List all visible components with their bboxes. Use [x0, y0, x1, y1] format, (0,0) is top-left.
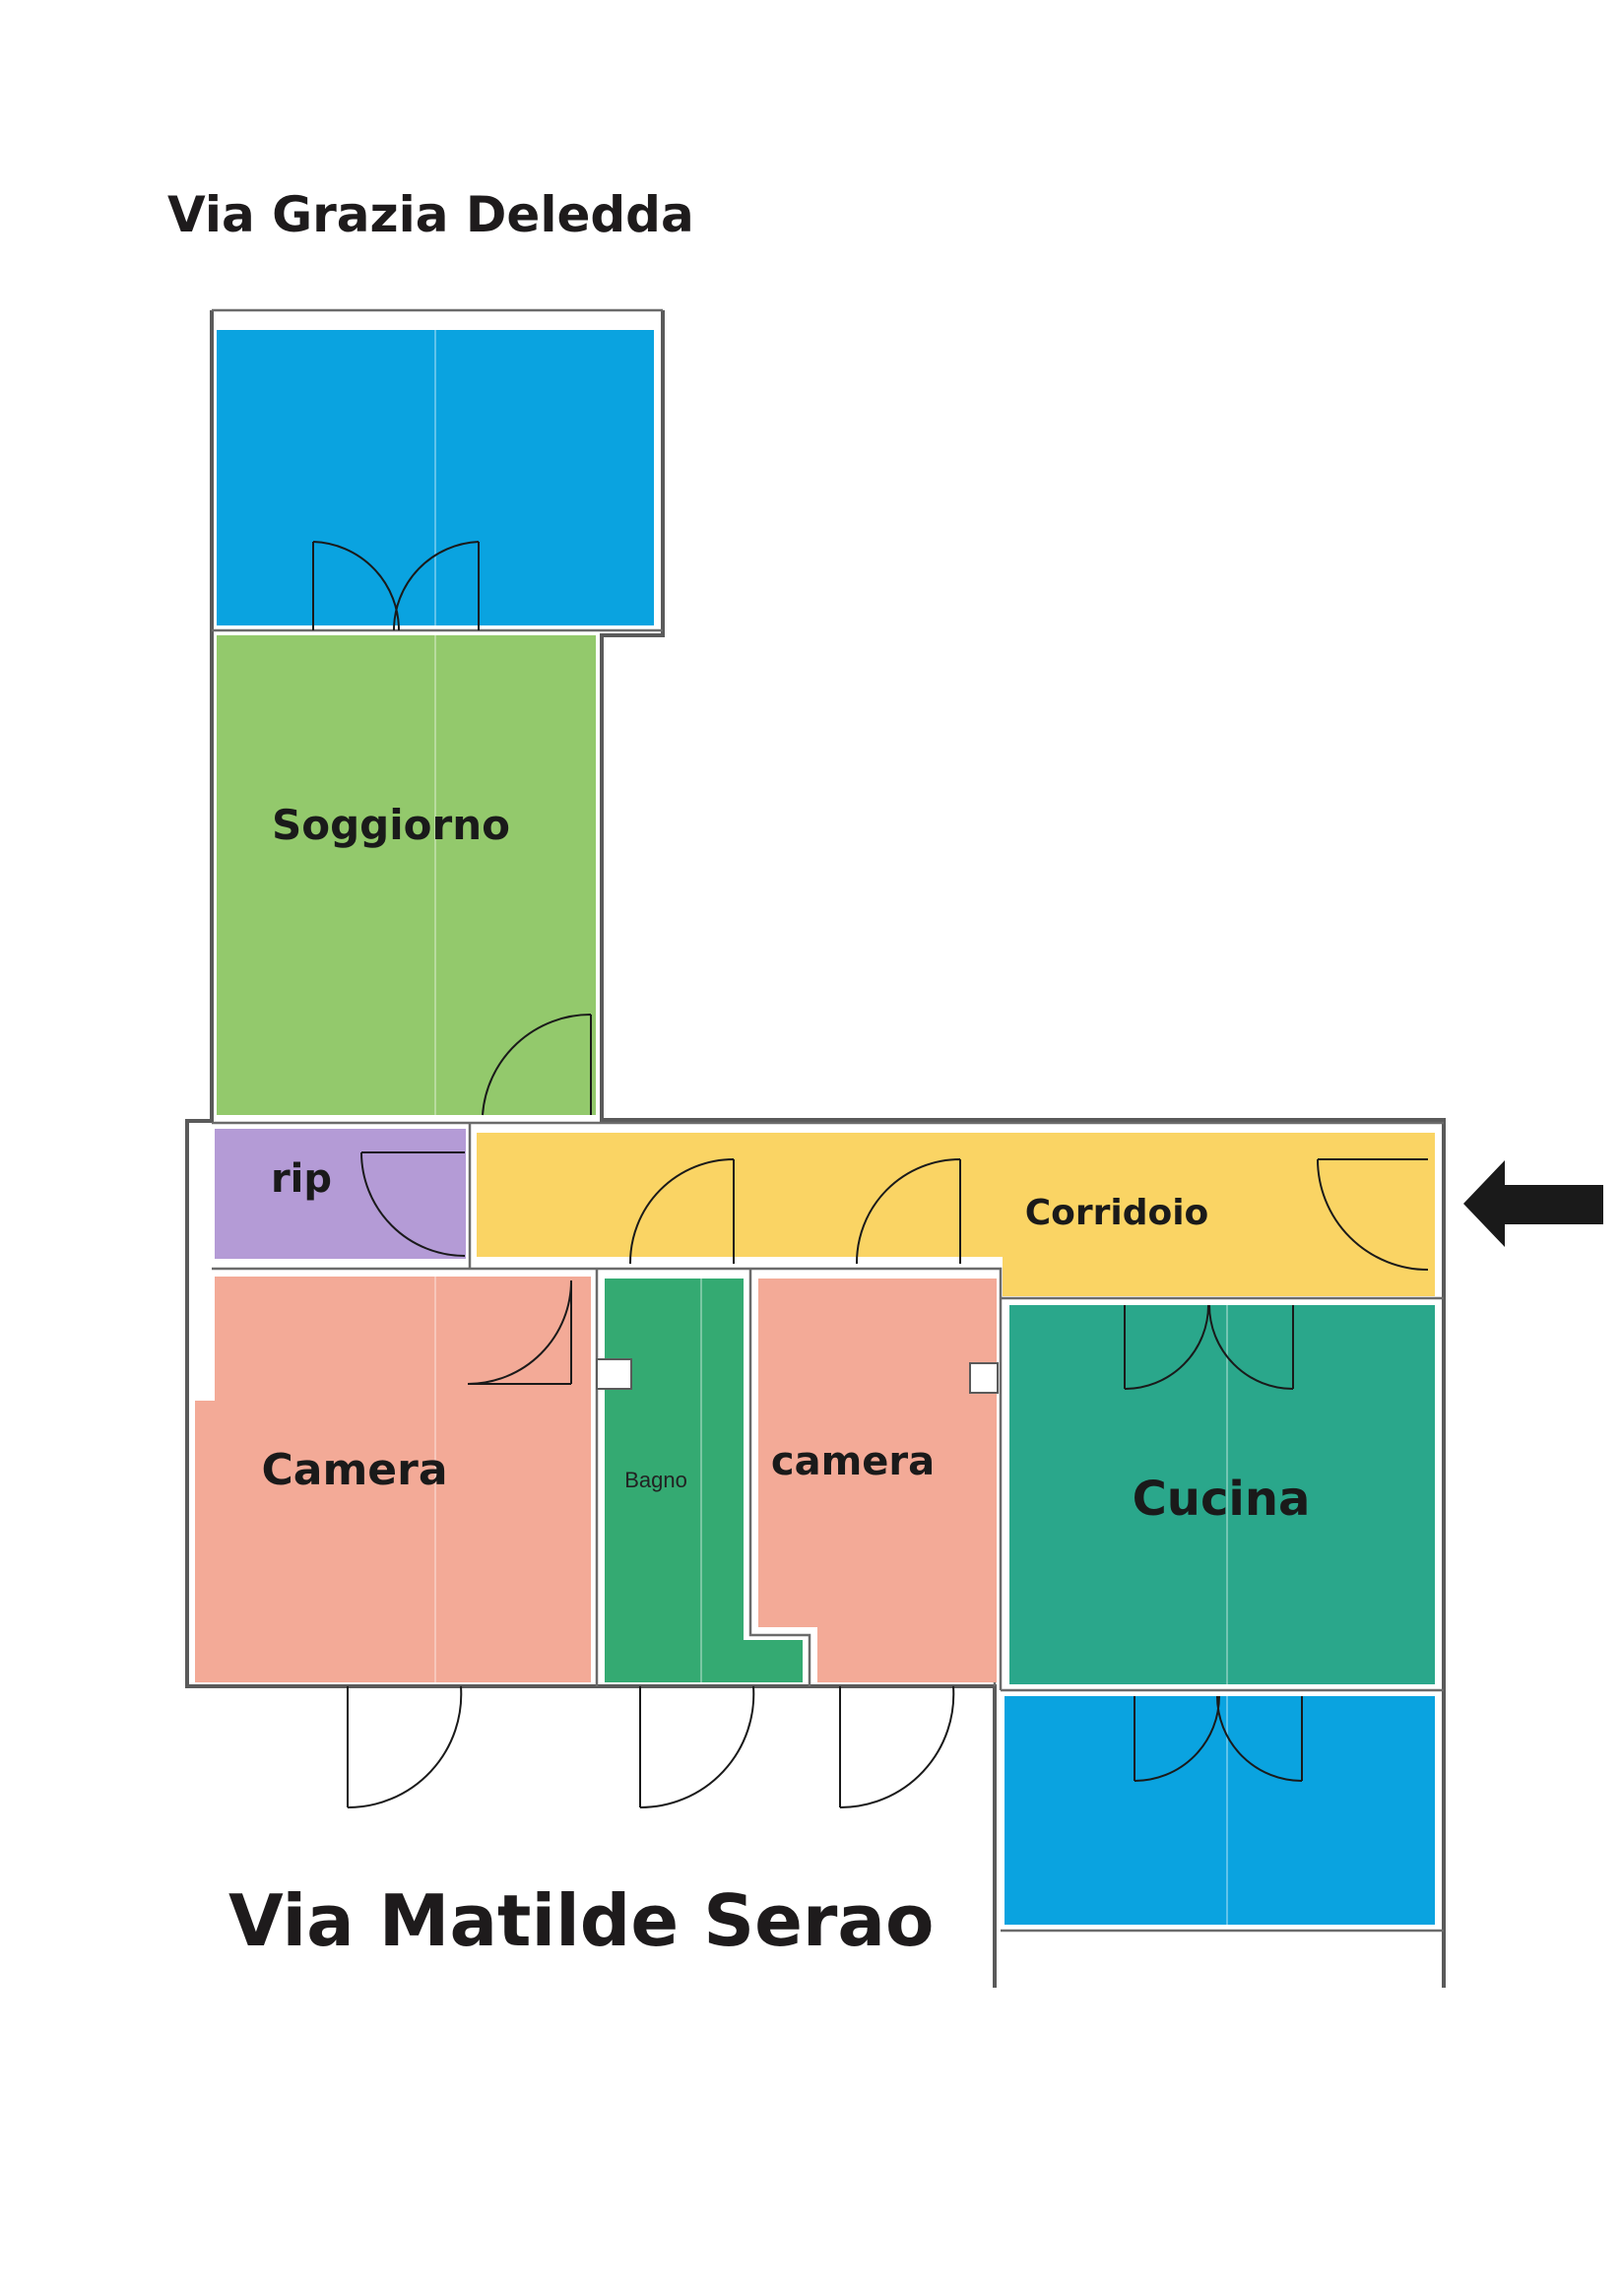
- room-camera: [195, 1277, 591, 1682]
- pillar: [969, 1362, 999, 1394]
- room-cucina: [1009, 1305, 1435, 1684]
- interior-walls: [212, 308, 1444, 1933]
- room-camera-small: [758, 1279, 997, 1682]
- room-label-corridoio: Corridoio: [1025, 1193, 1209, 1233]
- room-label-cucina: Cucina: [1133, 1472, 1311, 1527]
- room-label-camera: Camera: [261, 1445, 447, 1495]
- street-label-top: Via Grazia Deledda: [167, 186, 694, 243]
- room-bagno: [605, 1279, 803, 1682]
- arrow-left-icon: [1463, 1160, 1603, 1247]
- room-label-soggiorno: Soggiorno: [272, 801, 510, 849]
- room-corridoio: [477, 1133, 1435, 1257]
- street-label-bottom: Via Matilde Serao: [228, 1879, 934, 1962]
- pillar: [596, 1358, 632, 1390]
- room-terrace-bottom: [1005, 1696, 1435, 1925]
- room-label-bagno: Bagno: [624, 1468, 687, 1492]
- room-label-rip: rip: [271, 1156, 332, 1202]
- doors: [312, 541, 1429, 1809]
- room-terrace-top: [217, 330, 654, 625]
- room-label-camera-small: camera: [771, 1439, 935, 1484]
- room-rip: [215, 1129, 466, 1259]
- room-soggiorno: [217, 635, 596, 1115]
